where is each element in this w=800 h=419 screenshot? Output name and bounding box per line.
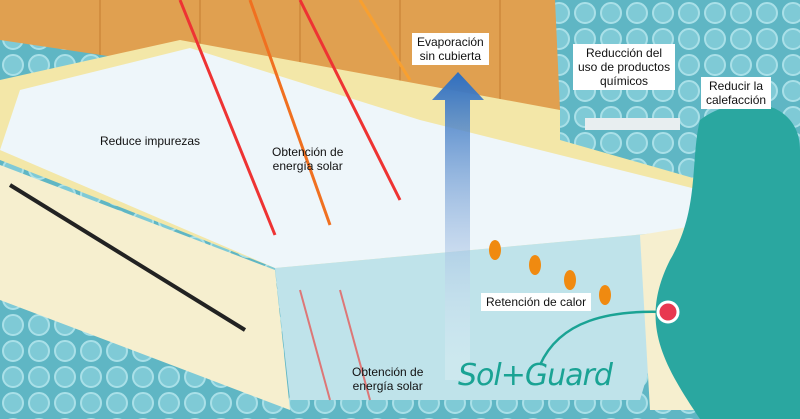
label-line: energía solar	[352, 379, 423, 393]
label-solar-top: Obtención de energía solar	[272, 145, 343, 173]
pool-surface-white	[0, 48, 700, 268]
label-solar-bottom: Obtención de energía solar	[352, 365, 423, 393]
label-line: Reducción del	[586, 46, 663, 60]
solguard-cover	[655, 103, 800, 419]
label-reduce-impurities: Reduce impurezas	[100, 134, 201, 148]
cover-dot	[656, 300, 680, 324]
pool-water-side	[275, 230, 690, 400]
label-heating: Reducir la calefacción	[701, 77, 772, 109]
label-line: uso de productos	[578, 60, 671, 74]
label-line: energía solar	[272, 159, 343, 173]
label-line: Obtención de	[352, 365, 424, 379]
label-line: calefacción	[706, 93, 767, 107]
pointer-line	[538, 310, 666, 366]
label-line: Reducir la	[709, 79, 764, 93]
label-line: sin cubierta	[419, 49, 482, 63]
evaporation-arrow	[432, 72, 484, 380]
solguard-logo: Sol+Guard	[458, 358, 613, 393]
label-line: Evaporación	[417, 35, 484, 49]
label-line: químicos	[600, 74, 649, 88]
label-chemicals: Reducción del uso de productos químicos	[573, 44, 676, 90]
label-heat-retention: Retención de calor	[481, 293, 592, 311]
chemicals-shelf	[585, 118, 680, 130]
cover-roller	[8, 183, 247, 332]
pool-wall	[0, 165, 290, 410]
label-evaporation: Evaporación sin cubierta	[412, 33, 489, 65]
label-line: Obtención de	[272, 145, 344, 159]
